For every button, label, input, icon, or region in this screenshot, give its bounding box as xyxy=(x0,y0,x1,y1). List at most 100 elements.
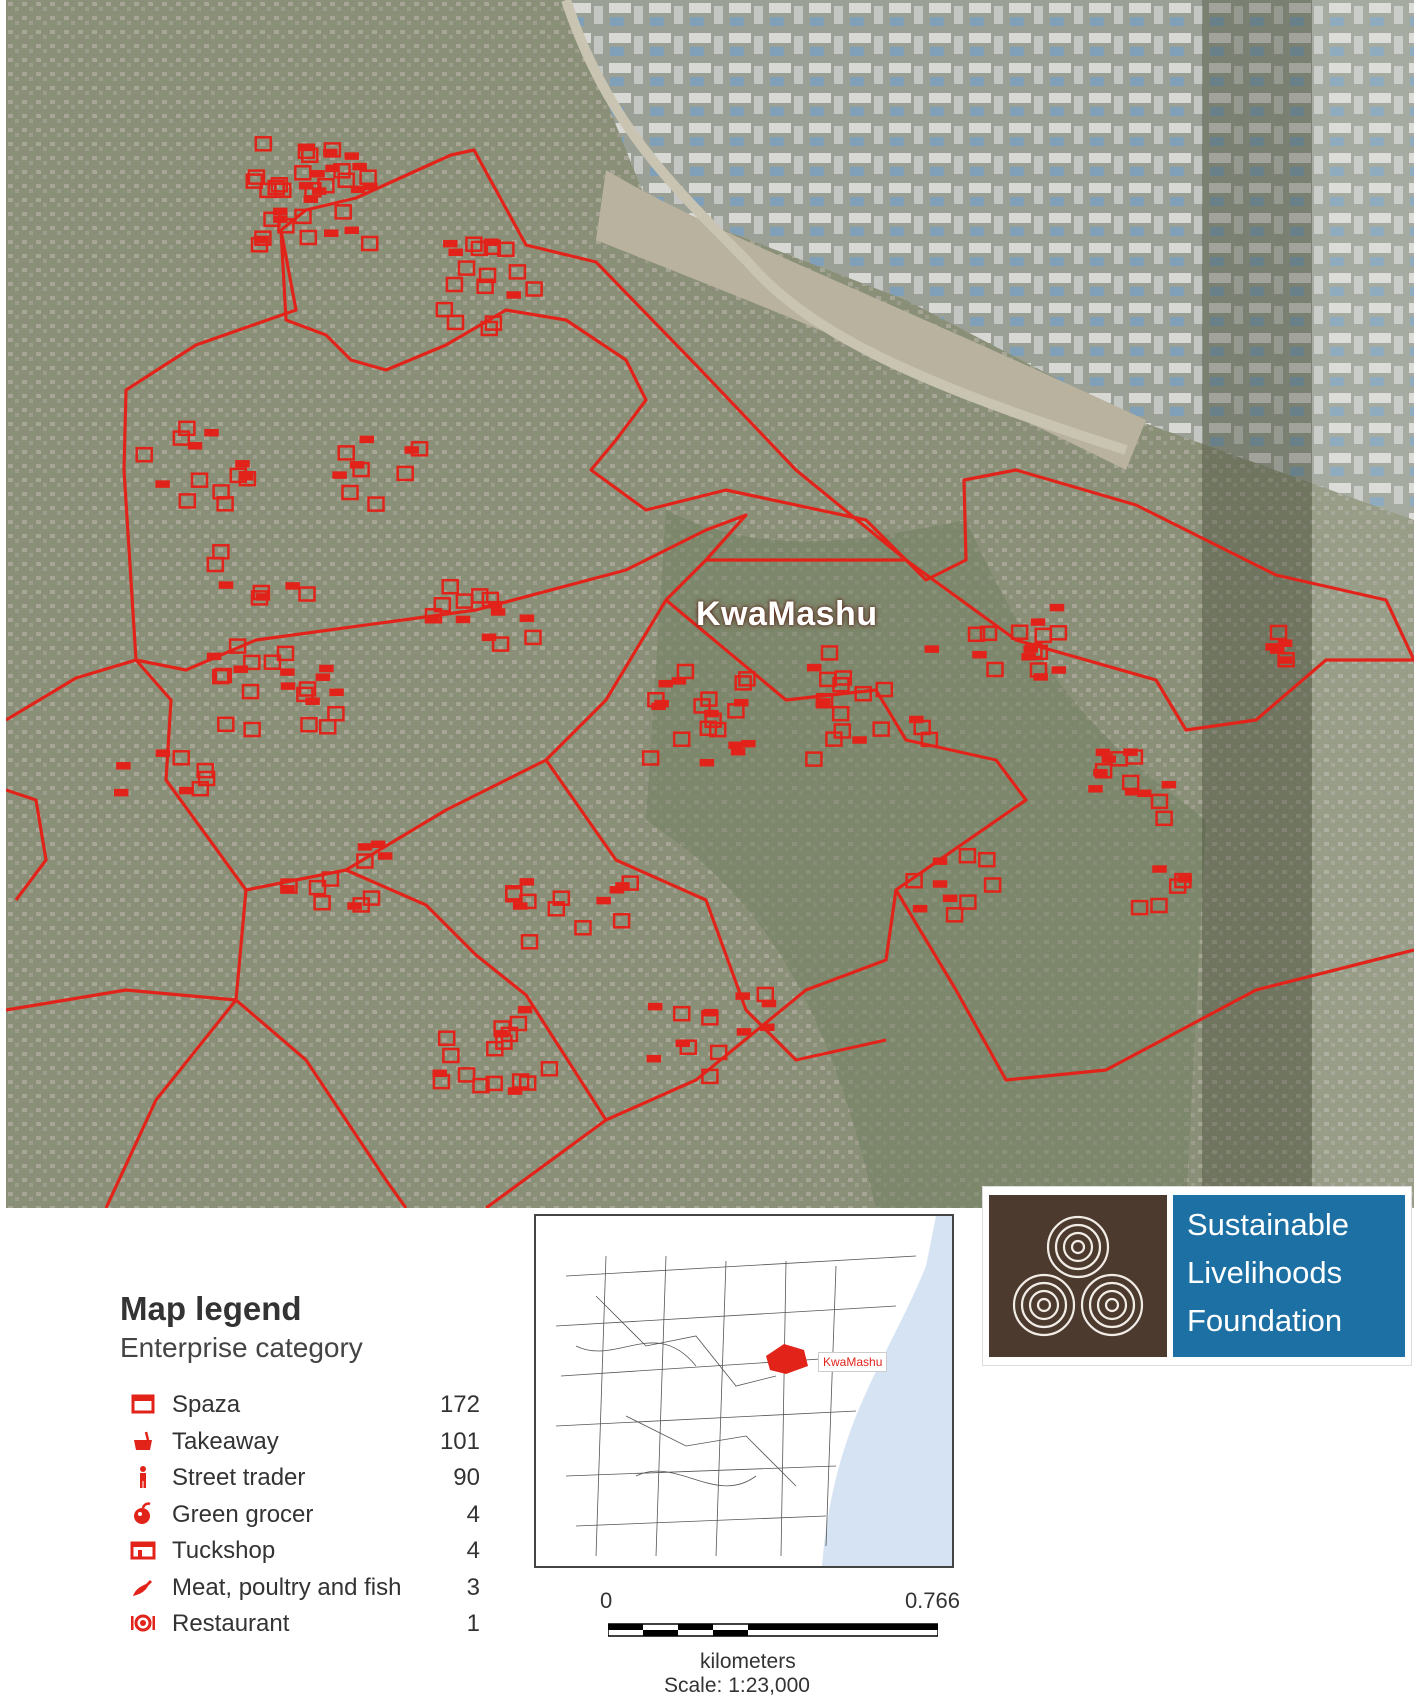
enterprise-marker xyxy=(299,229,318,246)
enterprise-marker xyxy=(1093,768,1108,777)
enterprise-marker xyxy=(596,896,611,905)
enterprise-marker xyxy=(155,749,171,757)
enterprise-marker xyxy=(337,445,355,461)
ward-boundaries xyxy=(6,148,1414,1208)
enterprise-marker xyxy=(308,879,327,896)
enterprise-marker xyxy=(337,172,355,188)
enterprise-marker xyxy=(481,633,497,642)
enterprise-marker xyxy=(270,177,289,193)
aerial-map[interactable]: KwaMashu xyxy=(6,0,1414,1208)
enterprise-marker xyxy=(945,907,964,923)
enterprise-marker xyxy=(349,461,365,469)
enterprise-marker xyxy=(909,715,924,724)
enterprise-marker xyxy=(116,762,131,770)
enterprise-marker xyxy=(978,851,996,868)
map-legend: Map legend Enterprise category Spaza 172… xyxy=(120,1290,480,1642)
enterprise-marker xyxy=(410,441,429,457)
legend-row-meat-poultry-fish: Meat, poultry and fish 3 xyxy=(120,1569,480,1606)
industrial-area xyxy=(566,0,1414,520)
enterprise-marker xyxy=(497,241,515,258)
enterprise-marker xyxy=(323,148,338,157)
enterprise-marker xyxy=(206,652,222,661)
enterprise-marker xyxy=(730,747,746,756)
enterprise-marker xyxy=(820,645,839,661)
enterprise-marker xyxy=(217,716,235,733)
spaza-icon xyxy=(131,1394,155,1414)
inset-locator-map[interactable]: KwaMashu xyxy=(534,1214,954,1568)
legend-row-spaza: Spaza 172 xyxy=(120,1386,480,1423)
enterprise-marker xyxy=(470,240,489,257)
legend-row-street-trader: Street trader 90 xyxy=(120,1459,480,1496)
enterprise-marker xyxy=(735,992,750,1000)
legend-count: 90 xyxy=(453,1464,480,1491)
enterprise-marker xyxy=(472,1077,490,1094)
enterprise-marker xyxy=(703,1008,718,1017)
enterprise-marker xyxy=(517,1005,533,1014)
enterprise-marker xyxy=(329,688,344,697)
enterprise-marker xyxy=(441,578,459,595)
enterprise-marker xyxy=(525,281,543,297)
enterprise-marker xyxy=(672,1005,691,1022)
sustainable-livelihoods-foundation-logo: Sustainable Livelihoods Foundation xyxy=(982,1186,1412,1366)
street-trader-icon xyxy=(140,1466,146,1488)
enterprise-marker xyxy=(280,682,296,690)
scale-unit-label: kilometers xyxy=(700,1650,796,1673)
enterprise-marker xyxy=(1150,897,1168,914)
enterprise-marker xyxy=(480,320,499,337)
inset-kwamashu-area xyxy=(766,1344,808,1374)
enterprise-marker xyxy=(347,902,362,910)
enterprise-marker xyxy=(245,173,264,189)
enterprise-marker xyxy=(280,668,295,676)
enterprise-marker xyxy=(1033,673,1048,681)
enterprise-marker xyxy=(1177,875,1192,883)
enterprise-marker xyxy=(983,877,1002,893)
enterprise-marker xyxy=(344,226,359,235)
enterprise-marker xyxy=(672,731,691,747)
enterprise-marker xyxy=(505,886,523,903)
legend-label: Tuckshop xyxy=(172,1537,276,1564)
enterprise-markers xyxy=(113,136,1295,1095)
enterprise-marker xyxy=(443,239,458,248)
enterprise-marker xyxy=(654,699,669,708)
enterprise-marker xyxy=(1049,603,1065,612)
enterprise-marker xyxy=(341,484,359,501)
enterprise-marker xyxy=(334,204,352,220)
enterprise-marker xyxy=(319,664,334,673)
enterprise-marker xyxy=(178,420,196,437)
enterprise-marker xyxy=(297,143,316,160)
enterprise-marker xyxy=(487,600,503,609)
enterprise-marker xyxy=(733,698,749,707)
enterprise-marker xyxy=(190,472,209,488)
enterprise-marker xyxy=(1161,780,1177,789)
legend-row-tuckshop: Tuckshop 4 xyxy=(120,1532,480,1569)
enterprise-marker xyxy=(298,182,314,190)
enterprise-marker xyxy=(442,1047,460,1064)
enterprise-marker xyxy=(310,170,325,178)
light-strip xyxy=(1312,0,1414,1208)
enterprise-marker xyxy=(425,615,440,624)
enterprise-marker xyxy=(1088,785,1103,793)
enterprise-marker xyxy=(1010,624,1029,640)
enterprise-marker xyxy=(254,136,273,152)
tuckshop-icon xyxy=(130,1541,156,1560)
enterprise-marker xyxy=(924,645,940,653)
legend-label: Restaurant xyxy=(172,1610,290,1637)
enterprise-marker xyxy=(178,493,197,509)
enterprise-marker xyxy=(1101,755,1117,763)
enterprise-marker xyxy=(228,638,247,654)
inset-sea xyxy=(822,1216,952,1566)
enterprise-marker xyxy=(1094,763,1113,779)
enterprise-marker xyxy=(445,276,464,293)
enterprise-marker xyxy=(932,857,948,865)
enterprise-marker xyxy=(396,465,414,482)
enterprise-marker xyxy=(905,872,923,889)
enterprise-marker xyxy=(675,1039,691,1048)
legend-count: 3 xyxy=(466,1573,480,1601)
enterprise-marker xyxy=(350,185,366,194)
inset-map-canvas xyxy=(536,1216,952,1566)
highway xyxy=(561,0,1128,455)
enterprise-marker xyxy=(359,169,377,185)
enterprise-marker xyxy=(435,301,454,318)
enterprise-marker xyxy=(1095,748,1111,757)
enterprise-marker xyxy=(305,697,320,705)
